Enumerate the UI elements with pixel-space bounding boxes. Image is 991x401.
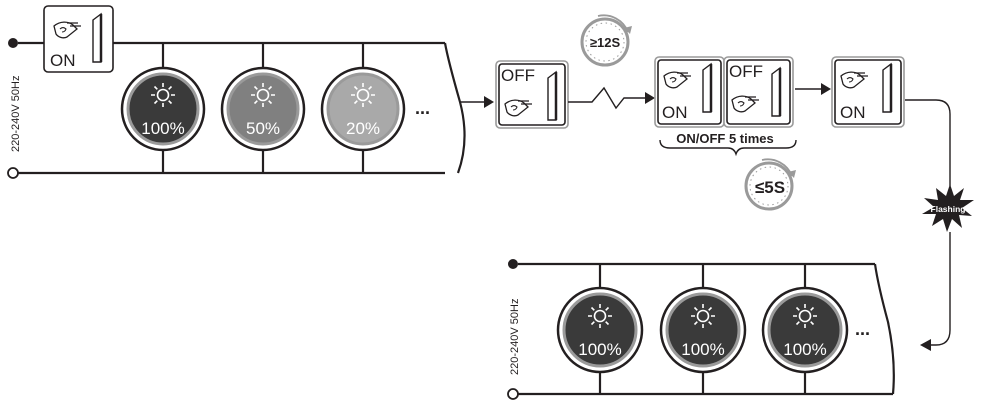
flashing-burst-icon: Flashing bbox=[922, 184, 974, 232]
flashing-label: Flashing bbox=[931, 204, 966, 214]
repeat-switch-off-label: OFF bbox=[729, 62, 763, 81]
bottom-neutral-terminal bbox=[507, 388, 519, 400]
repeat-timer-icon: ≤5S bbox=[744, 158, 796, 211]
off-switch: OFF bbox=[495, 60, 569, 129]
bottom-lamp-1-level: 100% bbox=[578, 340, 621, 359]
top-neutral-terminal bbox=[7, 167, 19, 179]
wait-timer-label: ≥12S bbox=[590, 35, 621, 50]
bottom-circuit: 220-240V 50Hz 100% 100% 100% ... bbox=[507, 259, 895, 400]
time-break-line bbox=[568, 86, 650, 110]
wait-timer-icon: ≥12S bbox=[580, 14, 632, 67]
bottom-voltage-label: 220-240V 50Hz bbox=[509, 299, 521, 375]
repeat-brace bbox=[659, 139, 797, 157]
bottom-lamp-2-level: 100% bbox=[681, 340, 724, 359]
top-lamp-3: 20% bbox=[320, 66, 406, 152]
top-switch-on: ON bbox=[43, 5, 114, 73]
repeat-switch-on-label: ON bbox=[662, 103, 688, 122]
final-switch-on: ON bbox=[831, 56, 905, 128]
bottom-lamp-1: 100% bbox=[556, 286, 644, 374]
repeat-timer-label: ≤5S bbox=[755, 178, 785, 197]
top-switch-on-label: ON bbox=[50, 51, 76, 70]
bottom-lamp-3-level: 100% bbox=[783, 340, 826, 359]
flow-line-down bbox=[905, 99, 951, 186]
final-switch-on-label: ON bbox=[840, 103, 866, 122]
top-lamp-1-level: 100% bbox=[141, 119, 184, 138]
top-live-terminal bbox=[8, 38, 18, 48]
top-lamp-2-level: 50% bbox=[246, 119, 280, 138]
bottom-live-terminal bbox=[508, 259, 518, 269]
bottom-lamp-2: 100% bbox=[659, 286, 747, 374]
top-lamp-3-level: 20% bbox=[346, 119, 380, 138]
repeat-switch-off: OFF bbox=[723, 56, 794, 128]
repeat-switch-on: ON bbox=[654, 56, 725, 128]
off-switch-label: OFF bbox=[501, 66, 535, 85]
top-circuit: 220-240V 50Hz ON 100% 50% 20% ... bbox=[7, 5, 466, 179]
top-ellipsis: ... bbox=[415, 98, 430, 118]
bottom-ellipsis: ... bbox=[855, 319, 870, 339]
top-lamp-2: 50% bbox=[220, 66, 306, 152]
repeat-label: ON/OFF 5 times bbox=[676, 131, 774, 146]
bottom-lamp-3: 100% bbox=[761, 286, 849, 374]
top-voltage-label: 220-240V 50Hz bbox=[10, 76, 22, 152]
top-lamp-1: 100% bbox=[120, 66, 206, 152]
flow-line-return bbox=[930, 232, 951, 346]
